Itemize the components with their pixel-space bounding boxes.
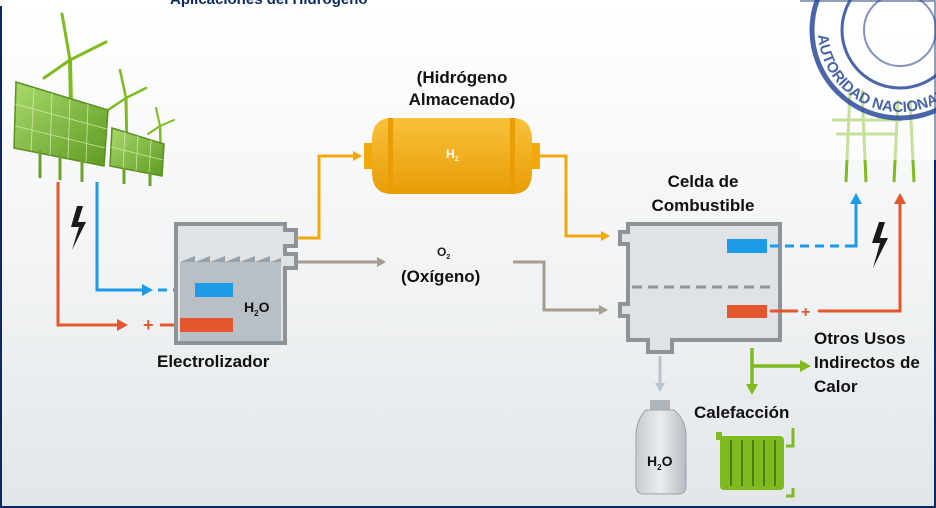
oxygen-label: (Oxígeno)	[401, 267, 480, 287]
plus-sign-out: +	[801, 304, 810, 321]
electrolyzer: H2O	[176, 224, 296, 343]
water-bottle-icon: H2O	[636, 400, 686, 494]
plus-sign: +	[143, 315, 154, 335]
radiator-icon	[716, 428, 793, 496]
heating-label: Calefacción	[694, 403, 789, 423]
electrolyzer-label: Electrolizador	[157, 352, 269, 372]
h2-stored-label: (Hidrógeno Almacenado)	[392, 67, 532, 111]
fuel-cell-label: Celda de Combustible	[638, 170, 768, 218]
official-seal: AUTORIDAD NACIONAL DE	[800, 0, 936, 160]
page-title: Aplicaciones del Hidrógeno	[170, 0, 368, 8]
fuel-cell	[620, 224, 780, 352]
hydrogen-tank: H2	[364, 118, 540, 194]
other-heat-uses-label: Otros Usos Indirectos de Calor	[814, 327, 932, 399]
